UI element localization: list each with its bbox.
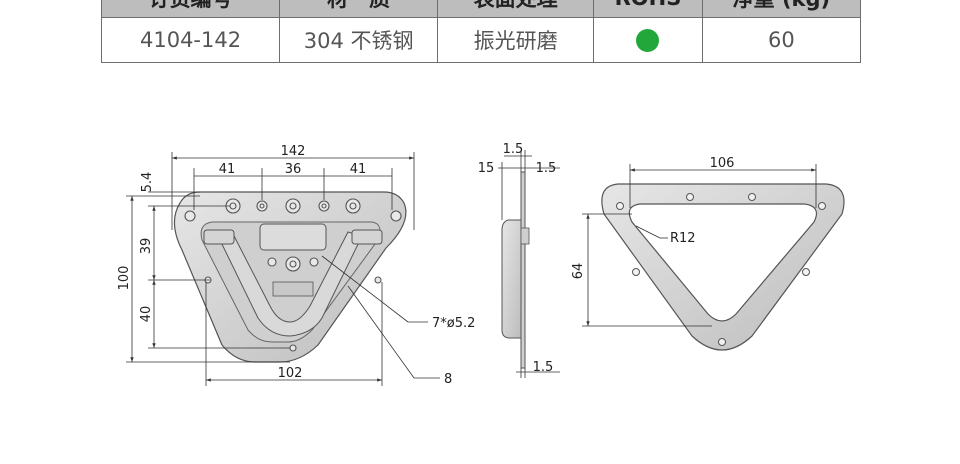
dim-overall-height: 100	[117, 266, 132, 291]
hinge-left	[203, 229, 235, 245]
cell-finish: 振光研磨	[437, 17, 595, 63]
dim-side-bottom-thickness: 1.5	[533, 360, 554, 375]
rivet-holes	[184, 198, 402, 352]
dim-lower-height: 40	[139, 306, 154, 323]
spec-data-row: 4104-142 304 不锈钢 振光研磨 60	[100, 17, 862, 63]
dim-overall-width: 142	[281, 144, 306, 159]
dim-top-offset: 5.4	[140, 172, 155, 193]
dim-hole-callout: 7*ø5.2	[432, 316, 475, 331]
ring-holes	[616, 193, 826, 346]
dim-side-flange: 1.5	[536, 161, 557, 176]
front-view: 142 41 36 41 5.4 100 39 40 102 7*ø5.2 8	[117, 144, 475, 387]
plate-view: 106 64 R12	[571, 156, 845, 351]
cell-rohs	[593, 17, 703, 63]
side-plate	[520, 171, 526, 369]
dim-pitch-left: 41	[219, 162, 236, 177]
dim-plate-radius: R12	[670, 231, 696, 246]
cell-material: 304 不锈钢	[279, 17, 439, 63]
dim-upper-height: 39	[139, 238, 154, 255]
side-recess	[501, 219, 522, 339]
side-hinge	[520, 227, 530, 245]
side-view: 1.5 15 1.5 1.5	[478, 142, 560, 378]
ring-plate	[601, 183, 845, 351]
dim-pitch-right: 41	[350, 162, 367, 177]
cell-weight: 60	[701, 17, 862, 63]
spec-header-row: 订货编号 材 质 表面处理 ROHS 净重 (kg)	[100, 0, 862, 18]
header-finish: 表面处理	[437, 0, 595, 18]
logo-plate	[272, 281, 314, 297]
header-material: 材 质	[279, 0, 439, 18]
header-weight: 净重 (kg)	[701, 0, 862, 18]
dim-side-top-thickness: 1.5	[503, 142, 524, 157]
dim-plate-height: 64	[571, 263, 586, 280]
hinge-block	[259, 223, 327, 251]
cell-part-no: 4104-142	[100, 17, 281, 63]
dim-bottom-width: 102	[278, 366, 303, 381]
dim-side-depth: 15	[478, 161, 495, 176]
spec-table: 订货编号 材 质 表面处理 ROHS 净重 (kg) 4104-142 304 …	[100, 0, 862, 63]
dim-part-callout: 8	[444, 372, 452, 387]
dim-pitch-mid: 36	[285, 162, 302, 177]
hinge-right	[351, 229, 383, 245]
dim-plate-width: 106	[710, 156, 735, 171]
rohs-compliant-icon	[636, 29, 660, 53]
